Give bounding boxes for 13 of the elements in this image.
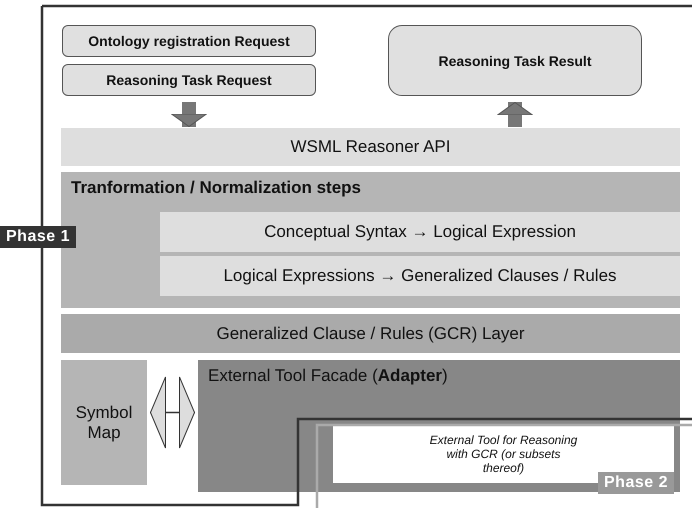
request-box: Reasoning Task Request <box>62 64 316 96</box>
block-arrow <box>171 102 207 127</box>
phase-label: Phase 1 <box>0 226 76 248</box>
layer-band: Generalized Clause / Rules (GCR) Layer <box>61 314 680 353</box>
step-band: Logical Expressions → Generalized Clauses / Rules <box>160 256 680 296</box>
double-arrow <box>150 376 195 448</box>
api-band: WSML Reasoner API <box>61 128 680 166</box>
block-arrow <box>497 102 533 127</box>
phase-label: Phase 2 <box>598 472 674 494</box>
symbol-map-box: Symbol Map <box>61 360 147 485</box>
step-band: Conceptual Syntax → Logical Expression <box>160 212 680 252</box>
request-box: Ontology registration Request <box>62 25 316 57</box>
result-box: Reasoning Task Result <box>388 25 642 96</box>
